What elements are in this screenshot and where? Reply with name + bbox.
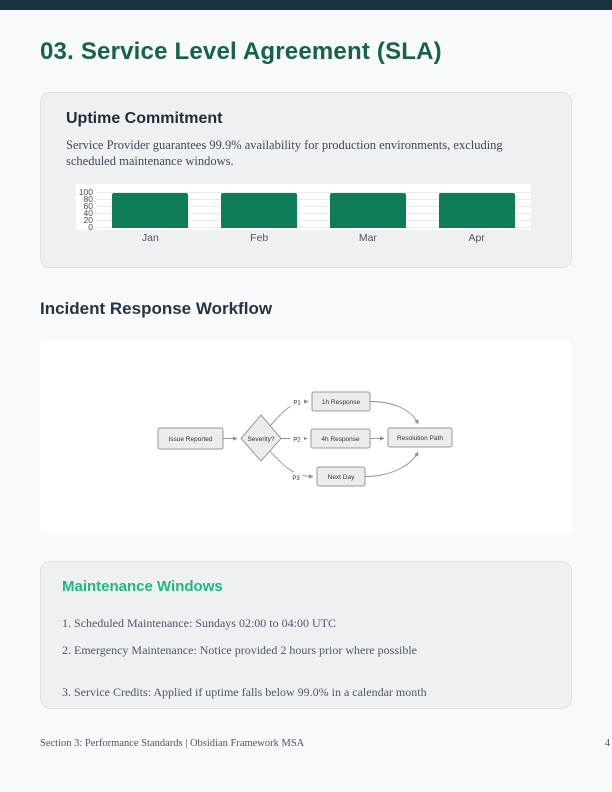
chart-bar-slot [205,193,314,228]
edge-label-p2: P2 [293,438,301,444]
section-heading-workflow: Incident Response Workflow [40,299,273,318]
node-1h-response-label: 1h Response [322,399,361,406]
top-accent-bar [0,0,612,10]
node-4h-response-label: 4h Response [321,436,360,443]
edge-p3-to-end [364,451,419,477]
node-resolution-path [387,427,453,448]
node-next-day-label: Next Day [328,474,355,481]
y-tick-label: 60 [83,201,93,211]
chart-bar-feb [221,193,298,228]
edge-label-bg [290,433,304,444]
maintenance-item: 2. Emergency Maintenance: Notice provide… [62,643,418,657]
footer-text: Section 3: Performance Standards | Obsid… [40,738,305,749]
edge-decision-to-p3 [269,450,314,479]
node-next-day [316,466,366,487]
x-tick-label: Feb [250,232,269,244]
edge-label-p3: P3 [292,476,300,482]
chart-bar-slot [96,193,205,228]
chart-bar-jan [112,193,189,228]
chart-bar-mar [329,193,406,228]
node-issue-reported-label: Issue Reported [168,436,212,443]
uptime-commitment-card: Uptime Commitment Service Provider guara… [40,92,572,268]
maintenance-windows-card: Maintenance Windows 1. Scheduled Mainten… [40,561,572,709]
node-issue-reported [157,427,224,450]
y-tick-label: 100 [78,187,93,197]
y-tick-label: 20 [83,215,93,225]
uptime-card-title: Uptime Commitment [66,110,223,127]
page-number: 4 [604,738,610,749]
edge-label-bg [290,396,304,407]
edge-label-p1: P1 [293,401,301,407]
node-severity-label: Severity? [247,436,274,443]
node-1h-response [311,391,371,412]
uptime-card-body: Service Provider guarantees 99.9% availa… [66,138,503,168]
y-tick-label: 0 [88,222,93,232]
chart-x-axis-labels: Jan Feb Mar Apr [96,232,531,244]
node-resolution-path-label: Resolution Path [397,435,443,442]
x-tick-label: Apr [468,232,485,244]
flowchart-svg: P1 P2 P3 Issue Reported Severity? 1h Res… [157,391,453,487]
y-tick-label: 80 [83,194,93,204]
maintenance-item: 1. Scheduled Maintenance: Sundays 02:00 … [62,616,336,630]
edge-label-bg [289,472,303,482]
chart-bar-slot [314,193,423,228]
page-title: 03. Service Level Agreement (SLA) [40,38,442,65]
x-tick-label: Mar [358,232,377,244]
maintenance-card-title: Maintenance Windows [62,578,223,595]
node-severity-decision [240,414,282,462]
incident-workflow-diagram: P1 P2 P3 Issue Reported Severity? 1h Res… [40,340,572,535]
y-tick-label: 40 [83,208,93,218]
x-tick-label: Jan [141,232,159,244]
edge-p1-to-end [369,401,419,425]
chart-plot [96,192,531,228]
maintenance-item: 3. Service Credits: Applied if uptime fa… [62,685,427,699]
chart-bar-slot [422,193,531,228]
chart-bar-apr [438,193,515,228]
node-4h-response [310,428,371,449]
